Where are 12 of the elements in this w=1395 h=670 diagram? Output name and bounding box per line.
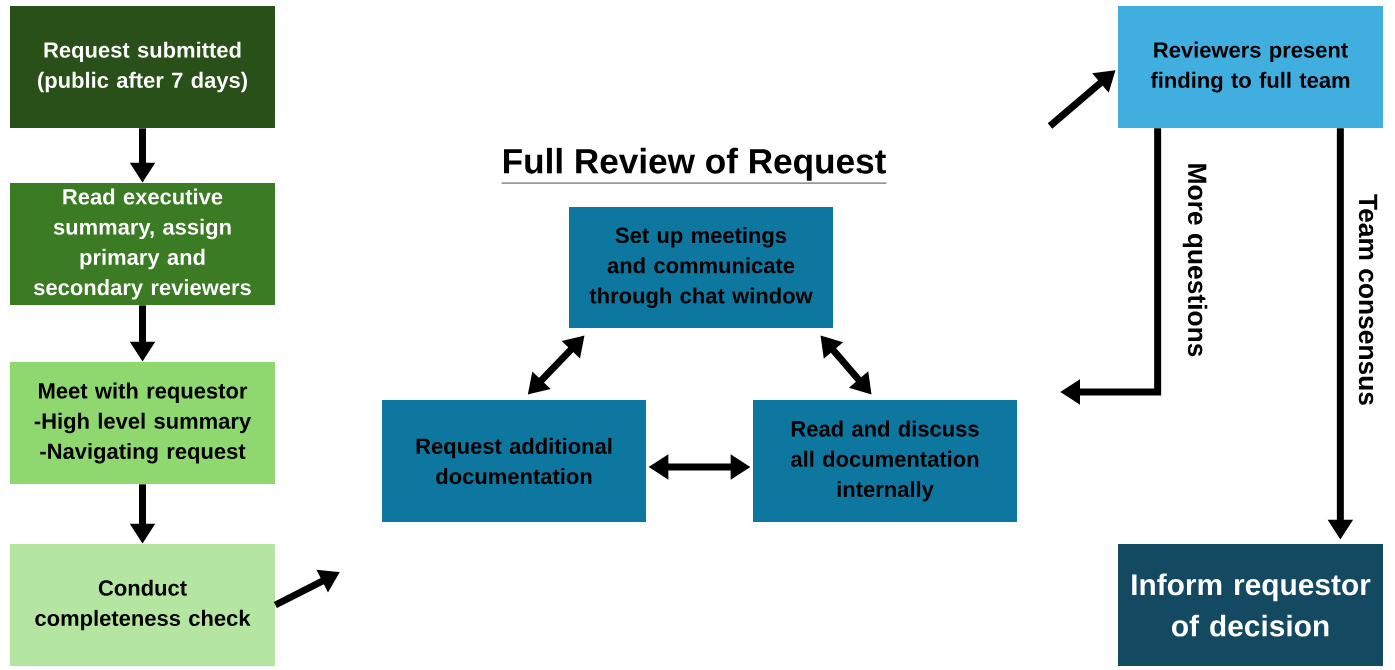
process-box: Request submitted (public after 7 days) — [10, 6, 275, 128]
process-box: Conduct completeness check — [10, 544, 275, 666]
review-box: Request additional documentation — [382, 400, 646, 522]
edge-label: Team consensus — [1357, 192, 1379, 408]
review-box: Set up meetings and communicate through chat window — [569, 207, 833, 328]
decision-box: Inform requestor of decision — [1118, 544, 1383, 666]
process-box: Read executive summary, assign primary and secondary reviewers — [10, 183, 275, 305]
process-box: Meet with requestor -High level summary -Navigating request — [10, 362, 275, 484]
edge-label: More questions — [1180, 160, 1210, 360]
process-box: Reviewers present finding to full team — [1118, 6, 1383, 128]
review-box: Read and discuss all documentation internally — [753, 400, 1017, 522]
heading: Full Review of Request — [501, 147, 887, 184]
